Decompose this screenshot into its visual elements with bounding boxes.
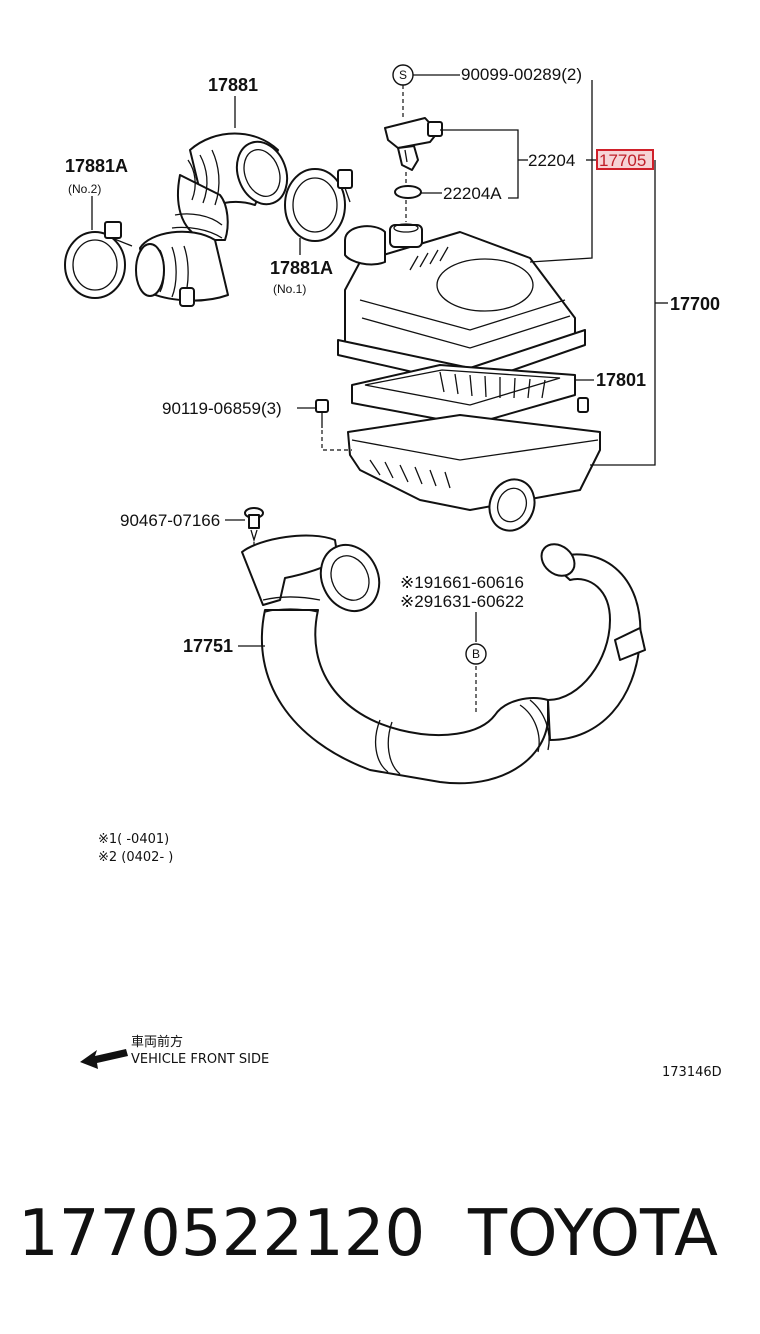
label-22204A[interactable]: 22204A (443, 184, 502, 203)
marker-s: S (392, 64, 414, 86)
label-17881A-no2-sub: (No.2) (68, 182, 101, 196)
vehicle-front-arrow-icon (80, 1049, 128, 1069)
direction-label-en: VEHICLE FRONT SIDE (131, 1052, 269, 1067)
air-cleaner-cap-17705 (337, 223, 586, 386)
filter-element-17801 (351, 364, 576, 426)
drawing-id: 173146D (662, 1065, 722, 1080)
label-17751[interactable]: 17751 (183, 636, 233, 656)
svg-text:S: S (399, 68, 407, 82)
label-17881A-no1[interactable]: 17881A (270, 258, 333, 278)
direction-label-jp: 車両前方 (131, 1034, 183, 1050)
note-2: ※2 (0402- ) (98, 850, 173, 865)
svg-text:B: B (472, 647, 480, 661)
intake-hose-17881 (135, 132, 289, 307)
leader-lines (91, 74, 668, 647)
intake-duct-17751 (241, 534, 646, 785)
screw-90467 (244, 507, 264, 543)
label-17705[interactable]: 17705 (599, 151, 646, 170)
label-17881[interactable]: 17881 (208, 75, 258, 95)
label-17881A-no1-sub: (No.1) (273, 282, 306, 296)
label-291631-60622[interactable]: ※291631-60622 (400, 592, 524, 611)
label-17705-highlight[interactable]: 17705 (596, 149, 654, 170)
label-90099-00289[interactable]: 90099-00289(2) (461, 65, 582, 84)
label-17881A-no2[interactable]: 17881A (65, 156, 128, 176)
o-ring-22204A (394, 185, 422, 199)
bolt-90119 (315, 399, 329, 428)
highlight-box (596, 149, 654, 170)
clamp-17881A-no2 (64, 221, 133, 299)
label-90119-06859[interactable]: 90119-06859(3) (162, 399, 282, 418)
marker-b: B (465, 643, 487, 665)
air-cleaner-case-17700 (347, 397, 601, 532)
label-90467-07166[interactable]: 90467-07166 (120, 511, 220, 530)
clamp-17881A-no1 (284, 168, 353, 242)
footer-part-number: 1770522120 (18, 1197, 425, 1271)
label-17801[interactable]: 17801 (596, 370, 646, 390)
label-191661-60616[interactable]: ※191661-60616 (400, 573, 524, 592)
label-17700[interactable]: 17700 (670, 294, 720, 314)
footer-brand: TOYOTA (467, 1197, 718, 1271)
label-22204[interactable]: 22204 (528, 151, 575, 170)
note-1: ※1( -0401) (98, 832, 169, 847)
airflow-sensor-22204 (384, 117, 443, 171)
